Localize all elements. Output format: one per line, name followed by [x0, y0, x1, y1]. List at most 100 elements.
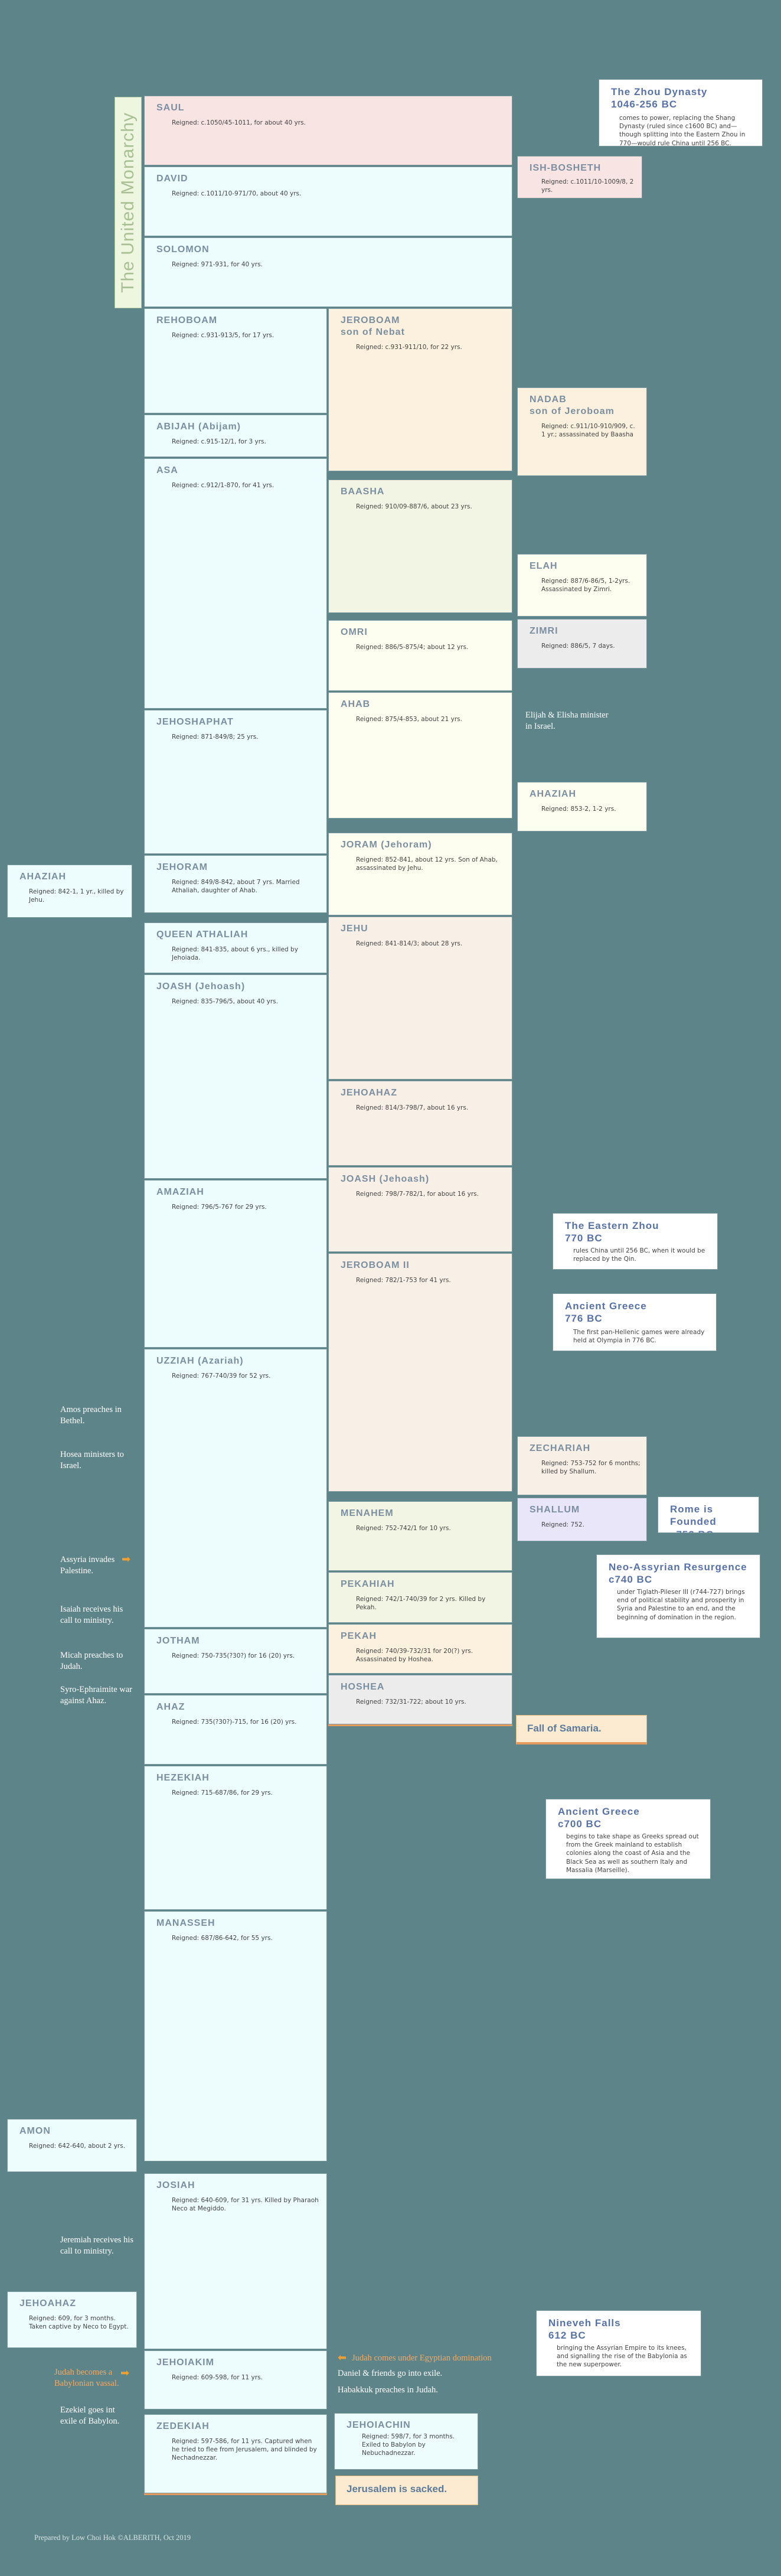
king-name: AMON	[19, 2126, 51, 2136]
king-box-joram: JORAM (Jehoram) Reigned: 852-841, about 1…	[328, 833, 512, 915]
king-reign: Reigned: 886/5-875/4; about 12 yrs.	[356, 644, 469, 651]
king-reign: Reigned: c.912/1-870, for 41 yrs.	[172, 482, 275, 489]
united-monarchy-label: The United Monarchy	[115, 97, 142, 308]
king-reign: Reigned: 852-841, about 12 yrs. Son of A…	[356, 856, 498, 872]
world-desc: begins to take shape as Greeks spread ou…	[566, 1833, 699, 1874]
note-egypt: Judah comes under Egyptian domination	[352, 2353, 492, 2363]
king-reign: Reigned: c.911/10-910/909, c. 1 yr.; ass…	[541, 423, 635, 439]
king-box-jehoiakim: JEHOIAKIM Reigned: 609-598, for 11 yrs.	[144, 2350, 327, 2409]
note-amos: Amos preaches in Bethel.	[60, 1405, 122, 1426]
king-name: DAVID	[156, 174, 188, 184]
note-hosea: Hosea ministers to Israel.	[60, 1450, 124, 1470]
king-reign: Reigned: 767-740/39 for 52 yrs.	[172, 1372, 271, 1380]
king-box-joash-judah: JOASH (Jehoash)Reigned: 835-796/5, about…	[144, 974, 327, 1179]
king-reign: Reigned: 853-2, 1-2 yrs.	[541, 806, 616, 813]
king-name: JEHOIAKIM	[156, 2357, 214, 2368]
king-box-uzziah: UZZIAH (Azariah) Reigned: 767-740/39 for …	[144, 1349, 327, 1628]
king-box-pekahiah: PEKAHIAH Reigned: 742/1-740/39 for 2 yrs.…	[328, 1572, 512, 1623]
king-reign: Reigned: 740/39-732/31 for 20(?) yrs. As…	[356, 1648, 473, 1664]
king-name: JOASH (Jehoash)	[156, 982, 246, 992]
king-name: AHAZIAH	[530, 789, 576, 799]
king-name: ELAH	[530, 561, 558, 571]
king-name: AHAZIAH	[19, 872, 66, 882]
jerusalem-sacked-banner: Jerusalem is sacked.	[335, 2476, 478, 2505]
king-reign: Reigned: 752-742/1 for 10 yrs.	[356, 1525, 451, 1532]
king-name: HOSHEA	[341, 1682, 385, 1692]
fall-of-samaria-banner: Fall of Samaria.	[516, 1715, 647, 1744]
note-assyria: Assyria invades Palestine.	[60, 1555, 115, 1576]
king-reign: Reigned: c.1050/45-1011, for about 40 yr…	[172, 119, 306, 126]
king-reign: Reigned: 782/1-753 for 41 yrs.	[356, 1277, 451, 1284]
king-box-ahaziah-israel: AHAZIAH Reigned: 853-2, 1-2 yrs.	[517, 782, 647, 832]
king-name: OMRI	[341, 627, 368, 637]
king-box-ahab: AHAB Reigned: 875/4-853, about 21 yrs.	[328, 692, 512, 819]
zedekiah-end-line	[144, 2493, 327, 2495]
king-reign: Reigned: 742/1-740/39 for 2 yrs. Killed …	[356, 1596, 486, 1612]
king-name: JOSIAH	[156, 2180, 195, 2190]
king-name: JEROBOAM son of Nebat	[341, 315, 405, 337]
king-name: SOLOMON	[156, 244, 210, 255]
king-name: MENAHEM	[341, 1508, 394, 1518]
world-title: Neo-Assyrian Resurgence c740 BC	[609, 1561, 747, 1586]
world-box-neo-assyrian: Neo-Assyrian Resurgence c740 BC under Tig…	[596, 1554, 760, 1638]
arrow-right-icon: ➡	[122, 1553, 131, 1565]
note-babylon-vassal: Judah becomes a Babylonian vassal.	[54, 2368, 119, 2388]
world-desc: bringing the Assyrian Empire to its knee…	[557, 2345, 687, 2369]
king-reign: Reigned: 609-598, for 11 yrs.	[172, 2374, 263, 2381]
king-reign: Reigned: c.1011/10-1009/8, 2 yrs.	[541, 178, 634, 194]
king-reign: Reigned: 841-835, about 6 yrs., killed b…	[172, 946, 298, 962]
world-title: Ancient Greece c700 BC	[558, 1806, 640, 1830]
king-name: JOTHAM	[156, 1636, 200, 1646]
king-reign: Reigned: 887/6-86/5, 1-2yrs. Assassinate…	[541, 578, 630, 594]
world-title: Rome is Founded c753 BC	[670, 1504, 717, 1532]
king-reign: Reigned: 875/4-853, about 21 yrs.	[356, 716, 462, 723]
note-micah: Micah preaches to Judah.	[60, 1651, 123, 1671]
king-name: AHAZ	[156, 1702, 185, 1712]
king-reign: Reigned: c.931-913/5, for 17 yrs.	[172, 332, 275, 339]
king-box-omri: OMRI Reigned: 886/5-875/4; about 12 yrs.	[328, 620, 512, 691]
king-name: AHAB	[341, 699, 371, 709]
king-reign: Reigned: 842-1, 1 yr., killed by Jehu.	[29, 888, 124, 904]
king-name: SHALLUM	[530, 1505, 580, 1515]
king-box-elah: ELAH Reigned: 887/6-86/5, 1-2yrs. Assassi…	[517, 554, 647, 617]
king-name: JEHOAHAZ	[341, 1088, 398, 1098]
world-desc: rules China until 256 BC, when it would …	[573, 1247, 705, 1263]
king-name: JEHU	[341, 924, 368, 934]
world-title: Nineveh Falls 612 BC	[548, 2317, 621, 2342]
king-name: QUEEN ATHALIAH	[156, 930, 249, 940]
world-desc: under Tiglath-Pileser III (r744-727) bri…	[617, 1589, 745, 1621]
king-reign: Reigned: 971-931, for 40 yrs.	[172, 261, 263, 268]
king-name: PEKAHIAH	[341, 1579, 395, 1589]
world-box-greece-700: Ancient Greece c700 BC begins to take sha…	[545, 1799, 711, 1879]
king-name: MANASSEH	[156, 1918, 215, 1928]
king-reign: Reigned: 814/3-798/7, about 16 yrs.	[356, 1104, 469, 1111]
king-name: ABIJAH (Abijam)	[156, 422, 241, 432]
king-name: UZZIAH (Azariah)	[156, 1356, 244, 1366]
world-box-nineveh: Nineveh Falls 612 BC bringing the Assyria…	[536, 2310, 701, 2376]
united-monarchy-text: The United Monarchy	[118, 112, 138, 293]
king-name: ZECHARIAH	[530, 1443, 591, 1453]
king-reign: Reigned: 715-687/86, for 29 yrs.	[172, 1789, 273, 1796]
king-name: JORAM (Jehoram)	[341, 840, 432, 850]
king-reign: Reigned: c.915-12/1, for 3 yrs.	[172, 438, 266, 445]
king-box-menahem: MENAHEM Reigned: 752-742/1 for 10 yrs.	[328, 1501, 512, 1571]
king-name: SAUL	[156, 103, 185, 113]
note-isaiah: Isaiah receives his call to ministry.	[60, 1605, 123, 1625]
